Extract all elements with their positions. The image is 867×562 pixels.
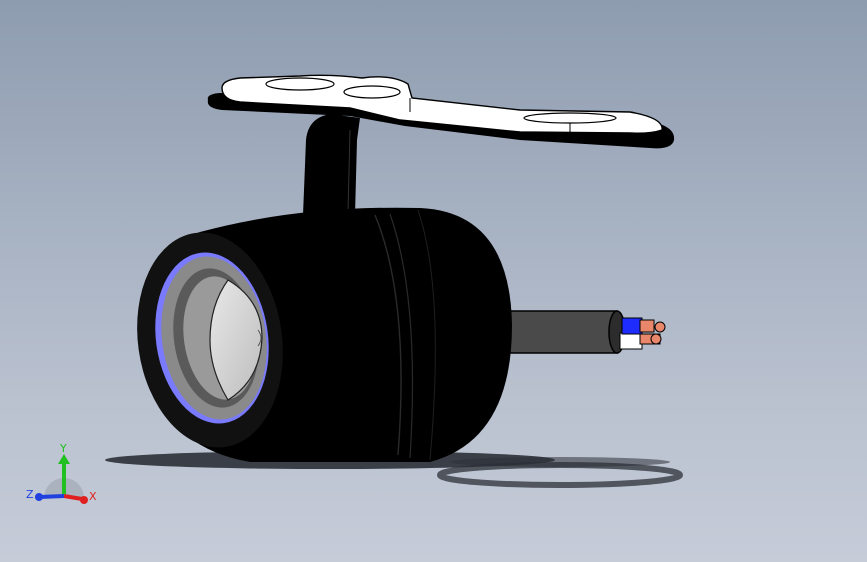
lens-assembly[interactable] [124, 223, 297, 457]
orientation-triad[interactable]: Y X Z [22, 440, 102, 510]
z-axis [39, 494, 65, 499]
y-axis-label: Y [59, 442, 67, 455]
y-axis-arrow [58, 454, 70, 464]
mounting-bracket[interactable] [207, 74, 675, 149]
z-axis-arrow [35, 493, 43, 501]
x-axis-arrow [80, 496, 88, 504]
z-axis-label: Z [26, 488, 34, 501]
x-axis-label: X [89, 490, 97, 503]
x-axis [63, 494, 83, 501]
cable[interactable] [494, 310, 666, 354]
mounting-stem[interactable] [303, 114, 360, 215]
